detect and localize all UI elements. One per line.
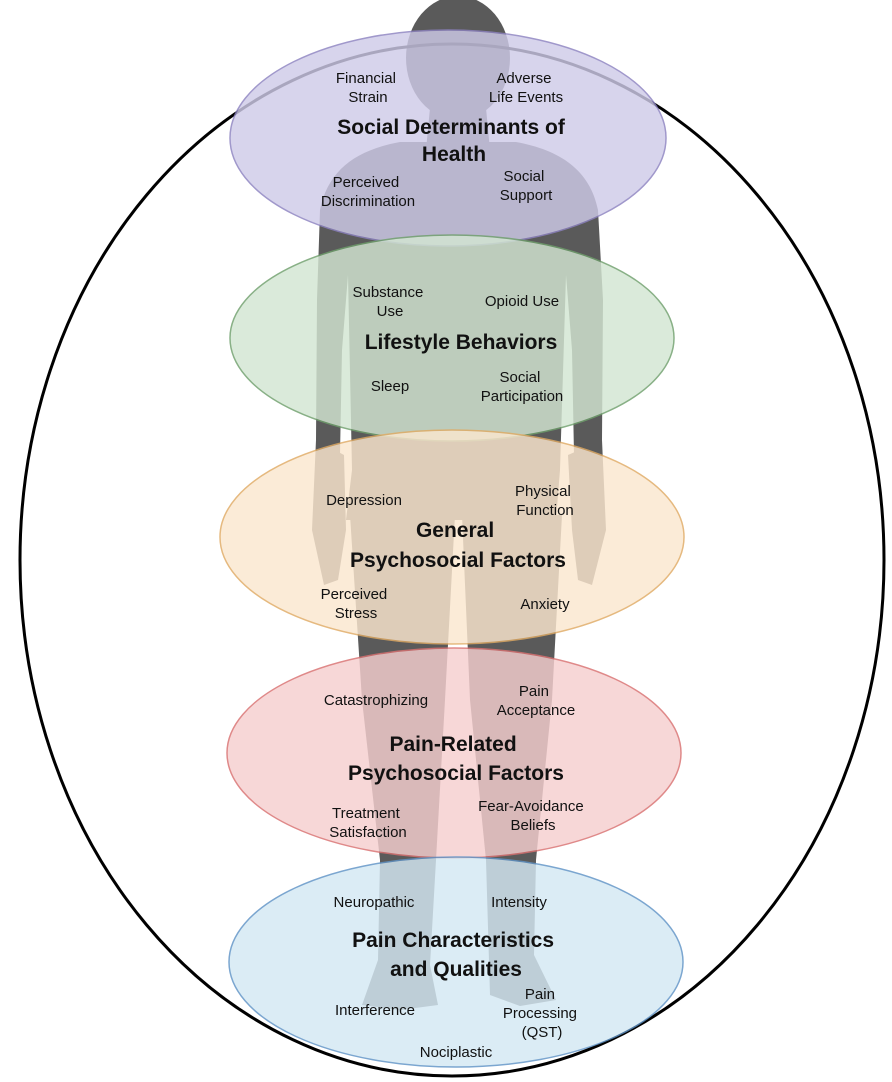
factor-fear-avoidance-beliefs: Fear-Avoidance Beliefs — [478, 798, 588, 834]
factor-substance-use: Substance Use — [352, 284, 427, 320]
factor-financial-strain: Financial Strain — [336, 70, 400, 106]
general-psychosocial-title: General Psychosocial Factors — [350, 519, 566, 572]
factor-pain-processing-qst: Pain Processing (QST) — [503, 986, 581, 1041]
factor-perceived-discrimination: Perceived Discrimination — [321, 174, 415, 210]
factor-interference: Interference — [335, 1002, 415, 1019]
factor-intensity: Intensity — [491, 894, 547, 911]
factor-pain-acceptance: Pain Acceptance — [497, 683, 575, 719]
pain-related-psychosocial-title: Pain-Related Psychosocial Factors — [348, 733, 564, 785]
factor-anxiety: Anxiety — [520, 596, 570, 613]
factor-sleep: Sleep — [371, 378, 409, 395]
factor-treatment-satisfaction: Treatment Satisfaction — [329, 805, 407, 841]
factor-social-participation: Social Participation — [481, 369, 564, 405]
factor-perceived-stress: Perceived Stress — [321, 586, 392, 622]
pain-characteristics-title: Pain Characteristics and Qualities — [352, 929, 560, 981]
factor-adverse-life-events: Adverse Life Events — [489, 70, 563, 106]
factor-nociplastic: Nociplastic — [420, 1044, 493, 1061]
factor-physical-function: Physical Function — [515, 483, 575, 519]
factor-catastrophizing: Catastrophizing — [324, 692, 428, 709]
factor-social-support: Social Support — [500, 168, 553, 204]
pain-characteristics-ellipse — [228, 856, 684, 1068]
factor-neuropathic: Neuropathic — [334, 894, 415, 911]
lifestyle-behaviors-title: Lifestyle Behaviors — [365, 331, 558, 354]
factor-depression: Depression — [326, 492, 402, 509]
social-determinants-title: Social Determinants of Health — [337, 116, 570, 166]
general-psychosocial-ellipse — [219, 429, 685, 645]
factor-opioid-use: Opioid Use — [485, 293, 559, 310]
